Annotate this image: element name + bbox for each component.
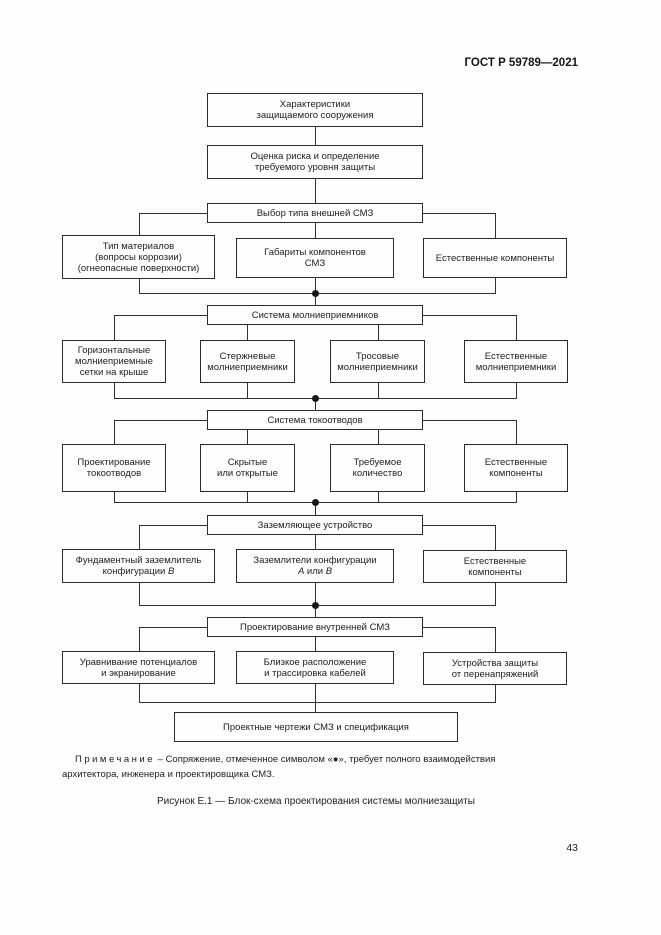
- connector-line: [495, 278, 496, 293]
- connector-line: [495, 213, 496, 238]
- connector-line: [378, 492, 379, 502]
- junction-dot: [312, 290, 319, 297]
- connector-line: [516, 383, 517, 398]
- note-label: Примечание: [75, 754, 155, 765]
- connector-line: [315, 179, 316, 203]
- connector-line: [114, 315, 207, 316]
- node-natural-components-down: Естественные компоненты: [464, 444, 568, 492]
- figure-note: Примечание – Сопряжение, отмеченное симв…: [62, 752, 584, 782]
- connector-line: [423, 420, 516, 421]
- note-text-line1: – Сопряжение, отмеченное символом «●», т…: [157, 754, 496, 765]
- junction-dot: [312, 602, 319, 609]
- node-characteristics: Характеристики защищаемого сооружения: [207, 93, 423, 127]
- node-risk-assessment: Оценка риска и определение требуемого ур…: [207, 145, 423, 179]
- node-external-lps-choice: Выбор типа внешней СМЗ: [207, 203, 423, 223]
- connector-line: [495, 627, 496, 652]
- junction-dot: [312, 395, 319, 402]
- node-component-dimensions: Габариты компонентов СМЗ: [236, 238, 394, 278]
- connector-line: [139, 213, 207, 214]
- connector-line: [423, 315, 516, 316]
- connector-line: [516, 420, 517, 444]
- node-down-conductor-system: Система токоотводов: [207, 410, 423, 430]
- connector-line: [315, 702, 316, 712]
- connector-line: [378, 430, 379, 444]
- node-wire-terminals: Тросовые молниеприемники: [330, 340, 425, 383]
- node-hidden-or-open: Скрытые или открытые: [200, 444, 295, 492]
- connector-line: [114, 383, 115, 398]
- figure-caption: Рисунок Е.1 — Блок-схема проектирования …: [156, 796, 475, 807]
- node-natural-components-external: Естественные компоненты: [423, 238, 567, 278]
- node-required-quantity: Требуемое количество: [330, 444, 425, 492]
- connector-line: [315, 535, 316, 549]
- connector-line: [247, 325, 248, 340]
- node-earthing-arrangement: Заземляющее устройство: [207, 515, 423, 535]
- note-text-line2: архитектора, инженера и проектировщика С…: [62, 769, 275, 780]
- connector-line: [315, 583, 316, 605]
- connector-line: [139, 279, 140, 293]
- connector-line: [315, 605, 316, 617]
- connector-line: [139, 525, 140, 549]
- connector-line: [139, 627, 140, 651]
- connector-line: [378, 383, 379, 398]
- standard-reference: ГОСТ Р 59789—2021: [464, 57, 578, 69]
- connector-line: [315, 293, 316, 305]
- connector-line: [139, 213, 140, 235]
- connector-line: [495, 583, 496, 605]
- connector-line: [378, 325, 379, 340]
- connector-line: [315, 398, 316, 410]
- connector-line: [423, 213, 495, 214]
- connector-line: [139, 627, 207, 628]
- connector-line: [516, 492, 517, 502]
- connector-line: [114, 420, 115, 444]
- connector-line: [139, 583, 140, 605]
- junction-dot: [312, 499, 319, 506]
- connector-line: [247, 492, 248, 502]
- connector-line: [114, 420, 207, 421]
- page-number: 43: [566, 842, 578, 854]
- connector-line: [516, 315, 517, 340]
- connector-line: [114, 315, 115, 340]
- connector-line: [423, 627, 495, 628]
- node-natural-components-earth: Естественные компоненты: [423, 550, 567, 583]
- connector-line: [315, 127, 316, 145]
- node-final-drawings: Проектные чертежи СМЗ и спецификация: [174, 712, 458, 742]
- connector-line: [495, 685, 496, 702]
- connector-line: [315, 278, 316, 293]
- connector-line: [247, 430, 248, 444]
- node-natural-terminals: Естественные молниеприемники: [464, 340, 568, 383]
- connector-line: [114, 492, 115, 502]
- connector-line: [315, 684, 316, 702]
- connector-line: [139, 684, 140, 702]
- connector-line: [139, 702, 496, 703]
- node-material-type: Тип материалов (вопросы коррозии) (огнео…: [62, 235, 215, 279]
- node-rod-terminals: Стержневые молниеприемники: [200, 340, 295, 383]
- connector-line: [247, 383, 248, 398]
- node-down-conductor-design: Проектирование токоотводов: [62, 444, 166, 492]
- node-air-termination-system: Система молниеприемников: [207, 305, 423, 325]
- connector-line: [423, 525, 495, 526]
- node-surge-protection: Устройства защиты от перенапряжений: [423, 652, 567, 685]
- connector-line: [315, 637, 316, 651]
- connector-line: [315, 502, 316, 515]
- node-horizontal-meshes: Горизонтальные молниеприемные сетки на к…: [62, 340, 166, 383]
- node-proximity-cabling: Близкое расположение и трассировка кабел…: [236, 651, 394, 684]
- node-equipotential-bonding: Уравнивание потенциалов и экранирование: [62, 651, 215, 684]
- node-internal-lps-design: Проектирование внутренней СМЗ: [207, 617, 423, 637]
- connector-line: [315, 223, 316, 238]
- connector-line: [139, 525, 207, 526]
- connector-line: [495, 525, 496, 550]
